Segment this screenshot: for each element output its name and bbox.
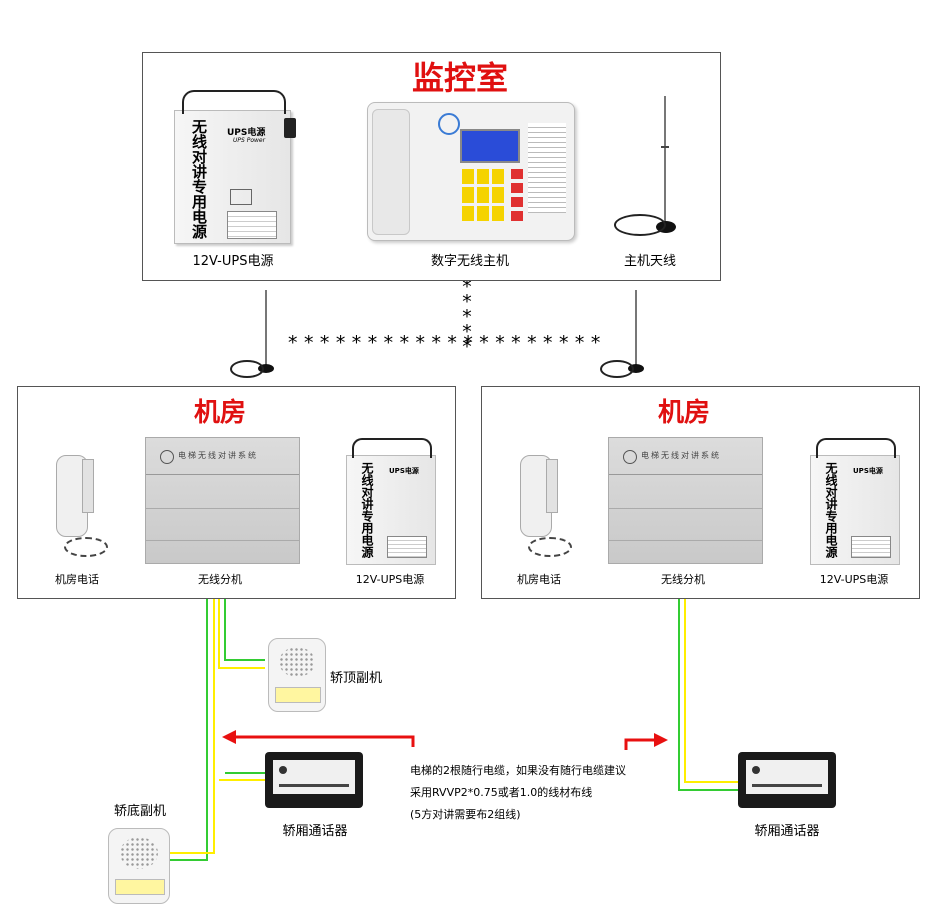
note-line-2: 采用RVVP2*0.75或者1.0的线材布线 bbox=[410, 786, 593, 799]
car-bottom-unit-icon bbox=[108, 828, 170, 904]
room1-phone-label: 机房电话 bbox=[55, 573, 99, 586]
machine-room-1-title: 机房 bbox=[193, 398, 246, 428]
ups-device-sub: UPS Power bbox=[233, 137, 266, 144]
car-intercom-right-label: 轿厢通话器 bbox=[754, 824, 820, 839]
brand-logo-icon bbox=[438, 113, 460, 135]
room2-ups-cord-icon bbox=[816, 438, 896, 458]
wiring-note: 电梯的2根随行电缆，如果没有随行电缆建议 采用RVVP2*0.75或者1.0的线… bbox=[410, 760, 626, 826]
wireless-link-horizontal: ******************** bbox=[287, 332, 606, 354]
plug-icon bbox=[284, 118, 296, 138]
car-top-label: 轿顶副机 bbox=[330, 671, 383, 686]
arrow-left-icon bbox=[222, 730, 236, 744]
handset-icon bbox=[372, 109, 410, 235]
wireless-host-device bbox=[367, 102, 575, 241]
machine-room-2-title: 机房 bbox=[657, 398, 710, 428]
control-room-title: 监控室 bbox=[411, 59, 508, 97]
room1-extension-label: 无线分机 bbox=[198, 573, 242, 586]
room2-ups-device: 无线对讲专用电源 UPS电源 bbox=[810, 455, 900, 565]
antenna-label: 主机天线 bbox=[623, 254, 676, 269]
host-label: 数字无线主机 bbox=[430, 254, 509, 269]
instructions-panel bbox=[528, 123, 566, 213]
power-cord-icon bbox=[182, 90, 286, 114]
ups-device-name: 无线对讲专用电源 bbox=[190, 119, 208, 239]
brand-logo-icon bbox=[160, 450, 174, 464]
room2-extension-label: 无线分机 bbox=[661, 573, 705, 586]
room1-antenna-icon bbox=[228, 290, 278, 380]
ups-device-brand: UPS电源 bbox=[227, 128, 266, 138]
room1-ups-device: 无线对讲专用电源 UPS电源 bbox=[346, 455, 436, 565]
host-antenna-icon bbox=[612, 96, 682, 241]
room2-antenna-icon bbox=[598, 290, 648, 380]
function-keys bbox=[511, 169, 523, 221]
arrow-right-icon bbox=[654, 733, 668, 747]
room2-ups-label: 12V-UPS电源 bbox=[819, 573, 889, 586]
car-intercom-left-icon bbox=[265, 752, 363, 808]
keypad bbox=[462, 169, 506, 221]
note-line-1: 电梯的2根随行电缆，如果没有随行电缆建议 bbox=[410, 764, 626, 777]
room2-phone-icon bbox=[520, 455, 572, 560]
note-line-3: (5方对讲需要布2组线) bbox=[410, 808, 521, 821]
car-intercom-left-label: 轿厢通话器 bbox=[282, 824, 348, 839]
car-intercom-right-icon bbox=[738, 752, 836, 808]
lcd-screen bbox=[460, 129, 520, 163]
room1-extension-text: 电梯无线对讲系统 bbox=[178, 451, 258, 460]
spec-label-icon bbox=[227, 211, 277, 239]
room2-extension-device: 电梯无线对讲系统 bbox=[608, 437, 763, 564]
room1-extension-device: 电梯无线对讲系统 bbox=[145, 437, 300, 564]
room1-ups-cord-icon bbox=[352, 438, 432, 458]
ups-power-device: 无线对讲专用电源 UPS电源 UPS Power bbox=[174, 110, 291, 244]
room1-ups-label: 12V-UPS电源 bbox=[355, 573, 425, 586]
room2-extension-text: 电梯无线对讲系统 bbox=[641, 451, 721, 460]
car-top-unit-icon bbox=[268, 638, 326, 712]
room1-phone-icon bbox=[56, 455, 108, 560]
ups-symbol-icon bbox=[230, 189, 252, 205]
control-ups-label: 12V-UPS电源 bbox=[192, 254, 274, 269]
room2-phone-label: 机房电话 bbox=[517, 573, 561, 586]
brand-logo-icon bbox=[623, 450, 637, 464]
car-bottom-label: 轿底副机 bbox=[113, 804, 166, 819]
